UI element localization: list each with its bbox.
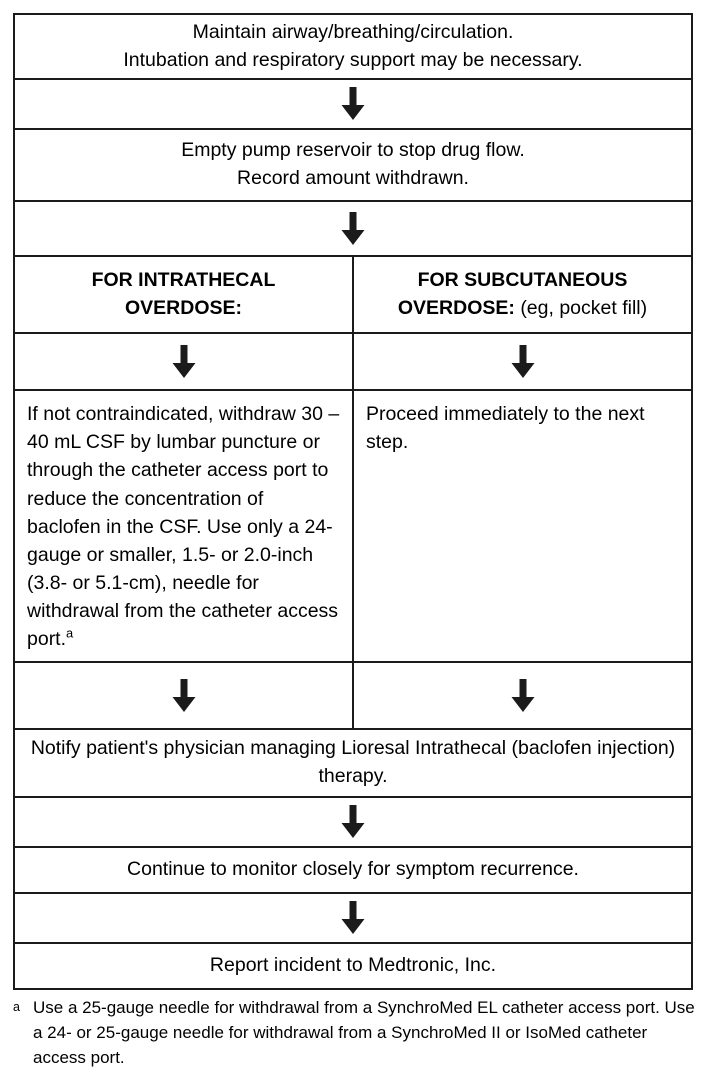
branch-intrathecal-tail-arrow bbox=[15, 661, 352, 728]
branch-subcutaneous-heading-note: (eg, pocket fill) bbox=[520, 296, 648, 319]
step-report-incident-text: Report incident to Medtronic, Inc. bbox=[209, 954, 497, 977]
down-arrow-icon bbox=[340, 901, 366, 935]
branch-subcutaneous: FOR SUBCUTANEOUS OVERDOSE: (eg, pocket f… bbox=[354, 257, 691, 728]
connector-arrow-cell-3 bbox=[15, 798, 691, 846]
branch-subcutaneous-heading-line1: FOR SUBCUTANEOUS bbox=[417, 268, 628, 291]
down-arrow-icon bbox=[340, 87, 366, 121]
step-continue-monitor-text: Continue to monitor closely for symptom … bbox=[127, 858, 579, 881]
step-report-incident: Report incident to Medtronic, Inc. bbox=[15, 944, 691, 990]
flowchart-container: Maintain airway/breathing/circulation. I… bbox=[13, 13, 693, 990]
down-arrow-icon bbox=[510, 678, 536, 713]
step-empty-reservoir-line1: Empty pump reservoir to stop drug flow. bbox=[181, 139, 525, 162]
down-arrow-icon bbox=[340, 211, 366, 246]
step-empty-reservoir: Empty pump reservoir to stop drug flow. … bbox=[15, 130, 691, 202]
branch-intrathecal-heading: FOR INTRATHECAL OVERDOSE: bbox=[15, 257, 352, 332]
connector-arrow-cell-2 bbox=[15, 202, 691, 255]
step-empty-reservoir-line2: Record amount withdrawn. bbox=[237, 167, 469, 189]
step-continue-monitor: Continue to monitor closely for symptom … bbox=[15, 848, 691, 894]
branch-subcutaneous-heading-bold: OVERDOSE: bbox=[397, 296, 515, 319]
step-maintain-airway: Maintain airway/breathing/circulation. I… bbox=[15, 15, 691, 80]
down-arrow-icon bbox=[171, 344, 197, 379]
connector-arrow-row-4 bbox=[15, 894, 691, 944]
branch-subcutaneous-tail-arrow bbox=[354, 661, 691, 728]
branch-intrathecal-body-text: If not contraindicated, withdraw 30 – 40… bbox=[27, 403, 340, 651]
footnote-text: Use a 25-gauge needle for withdrawal fro… bbox=[33, 998, 695, 1067]
connector-arrow-row-2 bbox=[15, 202, 691, 257]
step-maintain-airway-line1: Maintain airway/breathing/circulation. bbox=[192, 20, 514, 43]
connector-arrow-cell-4 bbox=[15, 894, 691, 942]
step-empty-reservoir-text: Empty pump reservoir to stop drug flow. … bbox=[171, 131, 535, 198]
step-maintain-airway-text: Maintain airway/breathing/circulation. I… bbox=[113, 13, 592, 80]
branch-subcutaneous-heading: FOR SUBCUTANEOUS OVERDOSE: (eg, pocket f… bbox=[354, 257, 691, 332]
step-notify-physician: Notify patient's physician managing Lior… bbox=[15, 730, 691, 798]
branch-intrathecal-arrow bbox=[15, 332, 352, 389]
footnote: a Use a 25-gauge needle for withdrawal f… bbox=[13, 996, 695, 1070]
branch-intrathecal: FOR INTRATHECAL OVERDOSE: If not contrai… bbox=[15, 257, 354, 728]
connector-arrow-row-1 bbox=[15, 80, 691, 130]
step-maintain-airway-line2: Intubation and respiratory support may b… bbox=[123, 48, 583, 71]
branch-intrathecal-heading-line2: OVERDOSE: bbox=[124, 296, 242, 319]
down-arrow-icon bbox=[340, 805, 366, 839]
down-arrow-icon bbox=[510, 344, 536, 379]
branch-subcutaneous-arrow bbox=[354, 332, 691, 389]
connector-arrow-row-3 bbox=[15, 798, 691, 848]
step-notify-physician-text: Notify patient's physician managing Lior… bbox=[30, 737, 676, 787]
branch-subcutaneous-body: Proceed immediately to the next step. bbox=[354, 389, 691, 661]
footnote-marker-inline: a bbox=[66, 625, 74, 641]
branch-intrathecal-heading-line1: FOR INTRATHECAL bbox=[91, 268, 276, 291]
branch-intrathecal-body: If not contraindicated, withdraw 30 – 40… bbox=[15, 389, 352, 661]
footnote-marker: a bbox=[13, 1000, 20, 1014]
down-arrow-icon bbox=[171, 678, 197, 713]
connector-arrow-cell-1 bbox=[15, 80, 691, 128]
branch-split-section: FOR INTRATHECAL OVERDOSE: If not contrai… bbox=[15, 257, 691, 730]
